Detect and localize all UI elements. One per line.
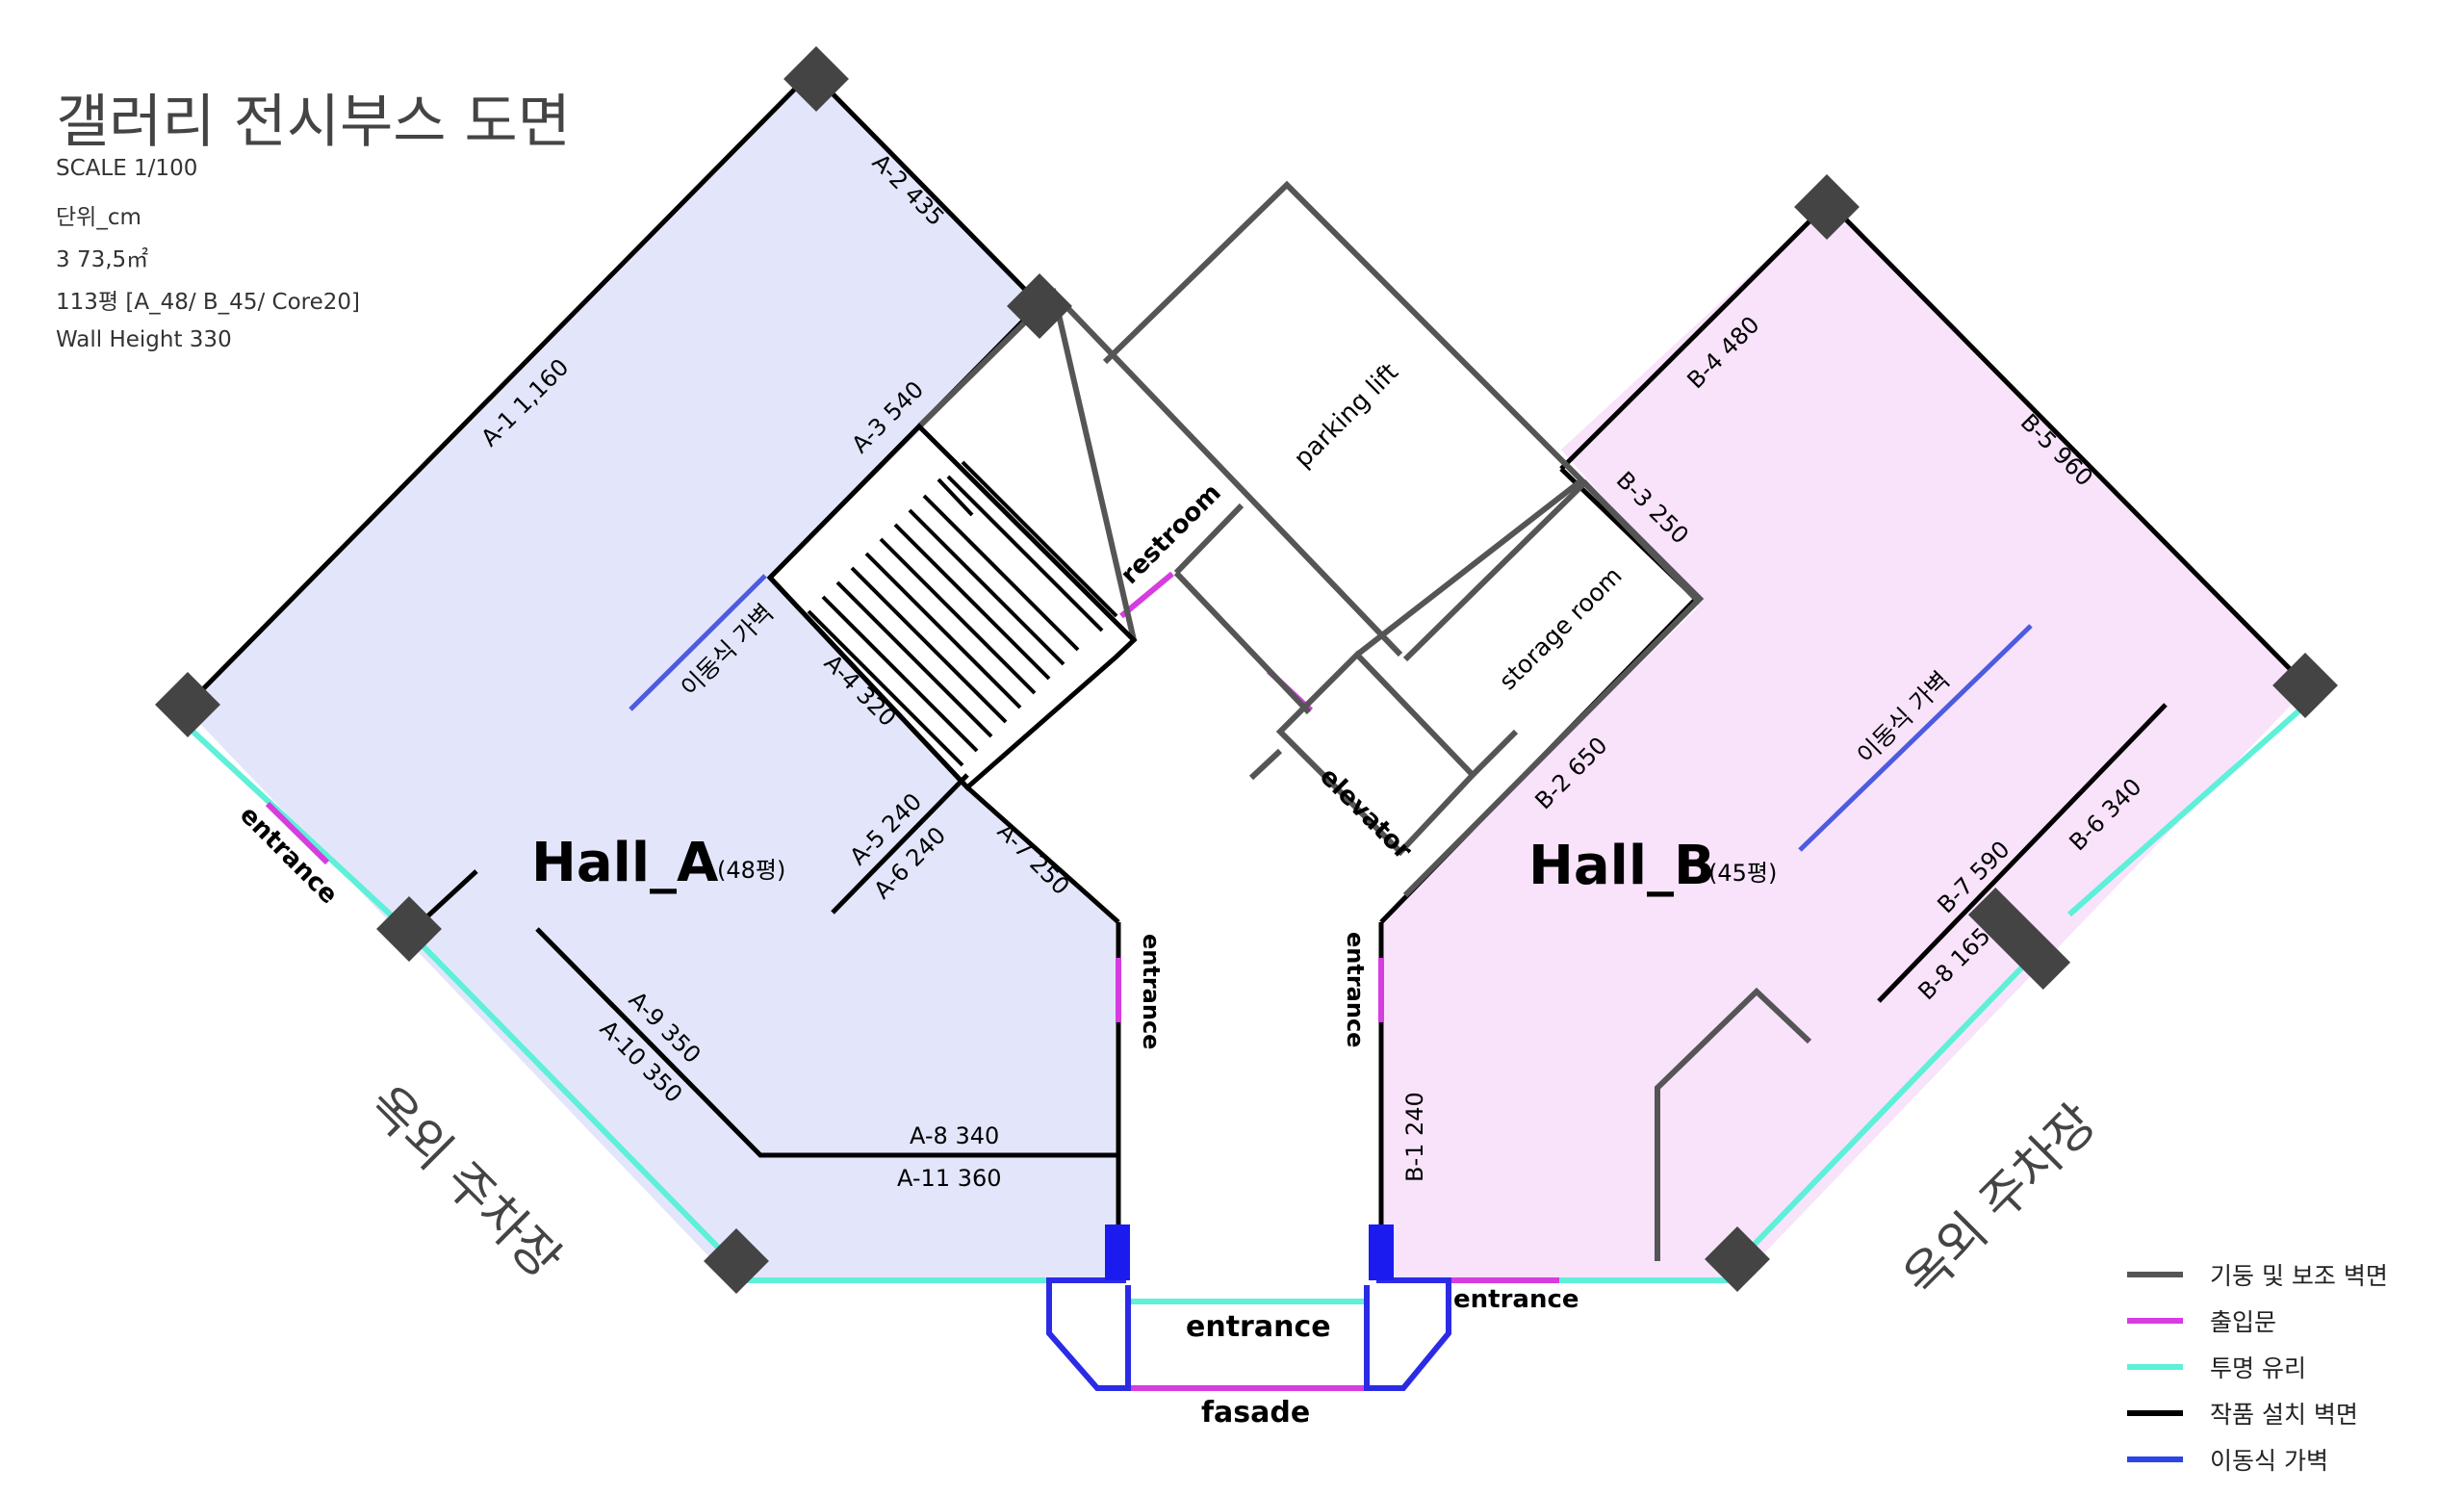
fasade-frame xyxy=(1046,1277,1451,1391)
entrance-right-label: entrance xyxy=(1453,1285,1579,1314)
entrance-center-label: entrance xyxy=(1186,1310,1331,1344)
pillar-left-blue xyxy=(1105,1224,1130,1280)
legend-label: 작품 설치 벽면 xyxy=(2210,1401,2358,1429)
legend-swatch xyxy=(2127,1318,2183,1324)
legend-item-movable-wall: 이동식 가벽 xyxy=(2127,1436,2445,1482)
page-title: 갤러리 전시부스 도면 xyxy=(56,89,571,156)
parking-right-label: 옥외 주차장 xyxy=(1893,1094,2108,1308)
elevator-label: elevator xyxy=(1314,762,1417,865)
wall-a8-a11 xyxy=(535,927,1118,1158)
legend-label: 이동식 가벽 xyxy=(2210,1447,2328,1475)
unit-info: 단위_cm xyxy=(56,205,141,230)
legend-swatch xyxy=(2127,1456,2183,1462)
hall-b-size: (45평) xyxy=(1708,860,1777,887)
glass-walls xyxy=(182,700,2310,1304)
wall-a11-label: A-11 360 xyxy=(897,1165,1002,1192)
core-structures xyxy=(916,180,1812,1261)
legend-label: 출입문 xyxy=(2210,1308,2277,1336)
area-info: 3 73,5㎡ xyxy=(56,247,149,272)
stairs xyxy=(766,423,1138,791)
wall-height-info: Wall Height 330 xyxy=(56,327,232,352)
hall-b-area xyxy=(1381,202,2308,1280)
hall-a-label: Hall_A xyxy=(531,832,719,894)
hall-a-area xyxy=(185,72,1118,1280)
legend-swatch xyxy=(2127,1410,2183,1416)
scale-info: SCALE 1/100 xyxy=(56,156,198,181)
pyeong-info: 113평 [A_48/ B_45/ Core20] xyxy=(56,290,360,315)
legend-swatch xyxy=(2127,1272,2183,1277)
legend-item-artwork-wall: 작품 설치 벽면 xyxy=(2127,1390,2445,1436)
doors xyxy=(265,571,1559,1391)
wall-b4 xyxy=(1559,200,1831,471)
wall-b5 xyxy=(1827,200,2310,689)
parking-left-label: 옥외 주차장 xyxy=(357,1075,572,1290)
wall-b6-b7 xyxy=(1877,703,2168,1003)
storage-room-label: storage room xyxy=(1494,561,1628,695)
hall-a-size: (48평) xyxy=(717,857,785,884)
legend-item-glass: 투명 유리 xyxy=(2127,1344,2445,1390)
legend-label: 투명 유리 xyxy=(2210,1354,2306,1382)
hall-b-label: Hall_B xyxy=(1528,835,1715,897)
legend: 기둥 및 보조 벽면 출입문 투명 유리 작품 설치 벽면 이동식 가벽 xyxy=(2127,1251,2445,1482)
legend-item-door: 출입문 xyxy=(2127,1298,2445,1344)
entrance-hall-a-label: entrance xyxy=(1138,934,1165,1049)
legend-label: 기둥 및 보조 벽면 xyxy=(2210,1262,2388,1290)
wall-a1 xyxy=(183,70,813,709)
wall-a2 xyxy=(809,70,1041,306)
fasade-label: fasade xyxy=(1201,1396,1310,1430)
wall-a7 xyxy=(965,786,1120,924)
wall-b1-label: B-1 240 xyxy=(1401,1092,1428,1182)
legend-swatch xyxy=(2127,1364,2183,1370)
movable-walls xyxy=(629,574,2033,852)
entrance-hall-b-label: entrance xyxy=(1342,932,1369,1047)
wall-a8-label: A-8 340 xyxy=(910,1122,999,1149)
legend-item-column: 기둥 및 보조 벽면 xyxy=(2127,1251,2445,1298)
pillar-right-blue xyxy=(1369,1224,1394,1280)
parking-lift-label: parking lift xyxy=(1289,358,1404,474)
wall-a5-a6 xyxy=(831,773,969,915)
